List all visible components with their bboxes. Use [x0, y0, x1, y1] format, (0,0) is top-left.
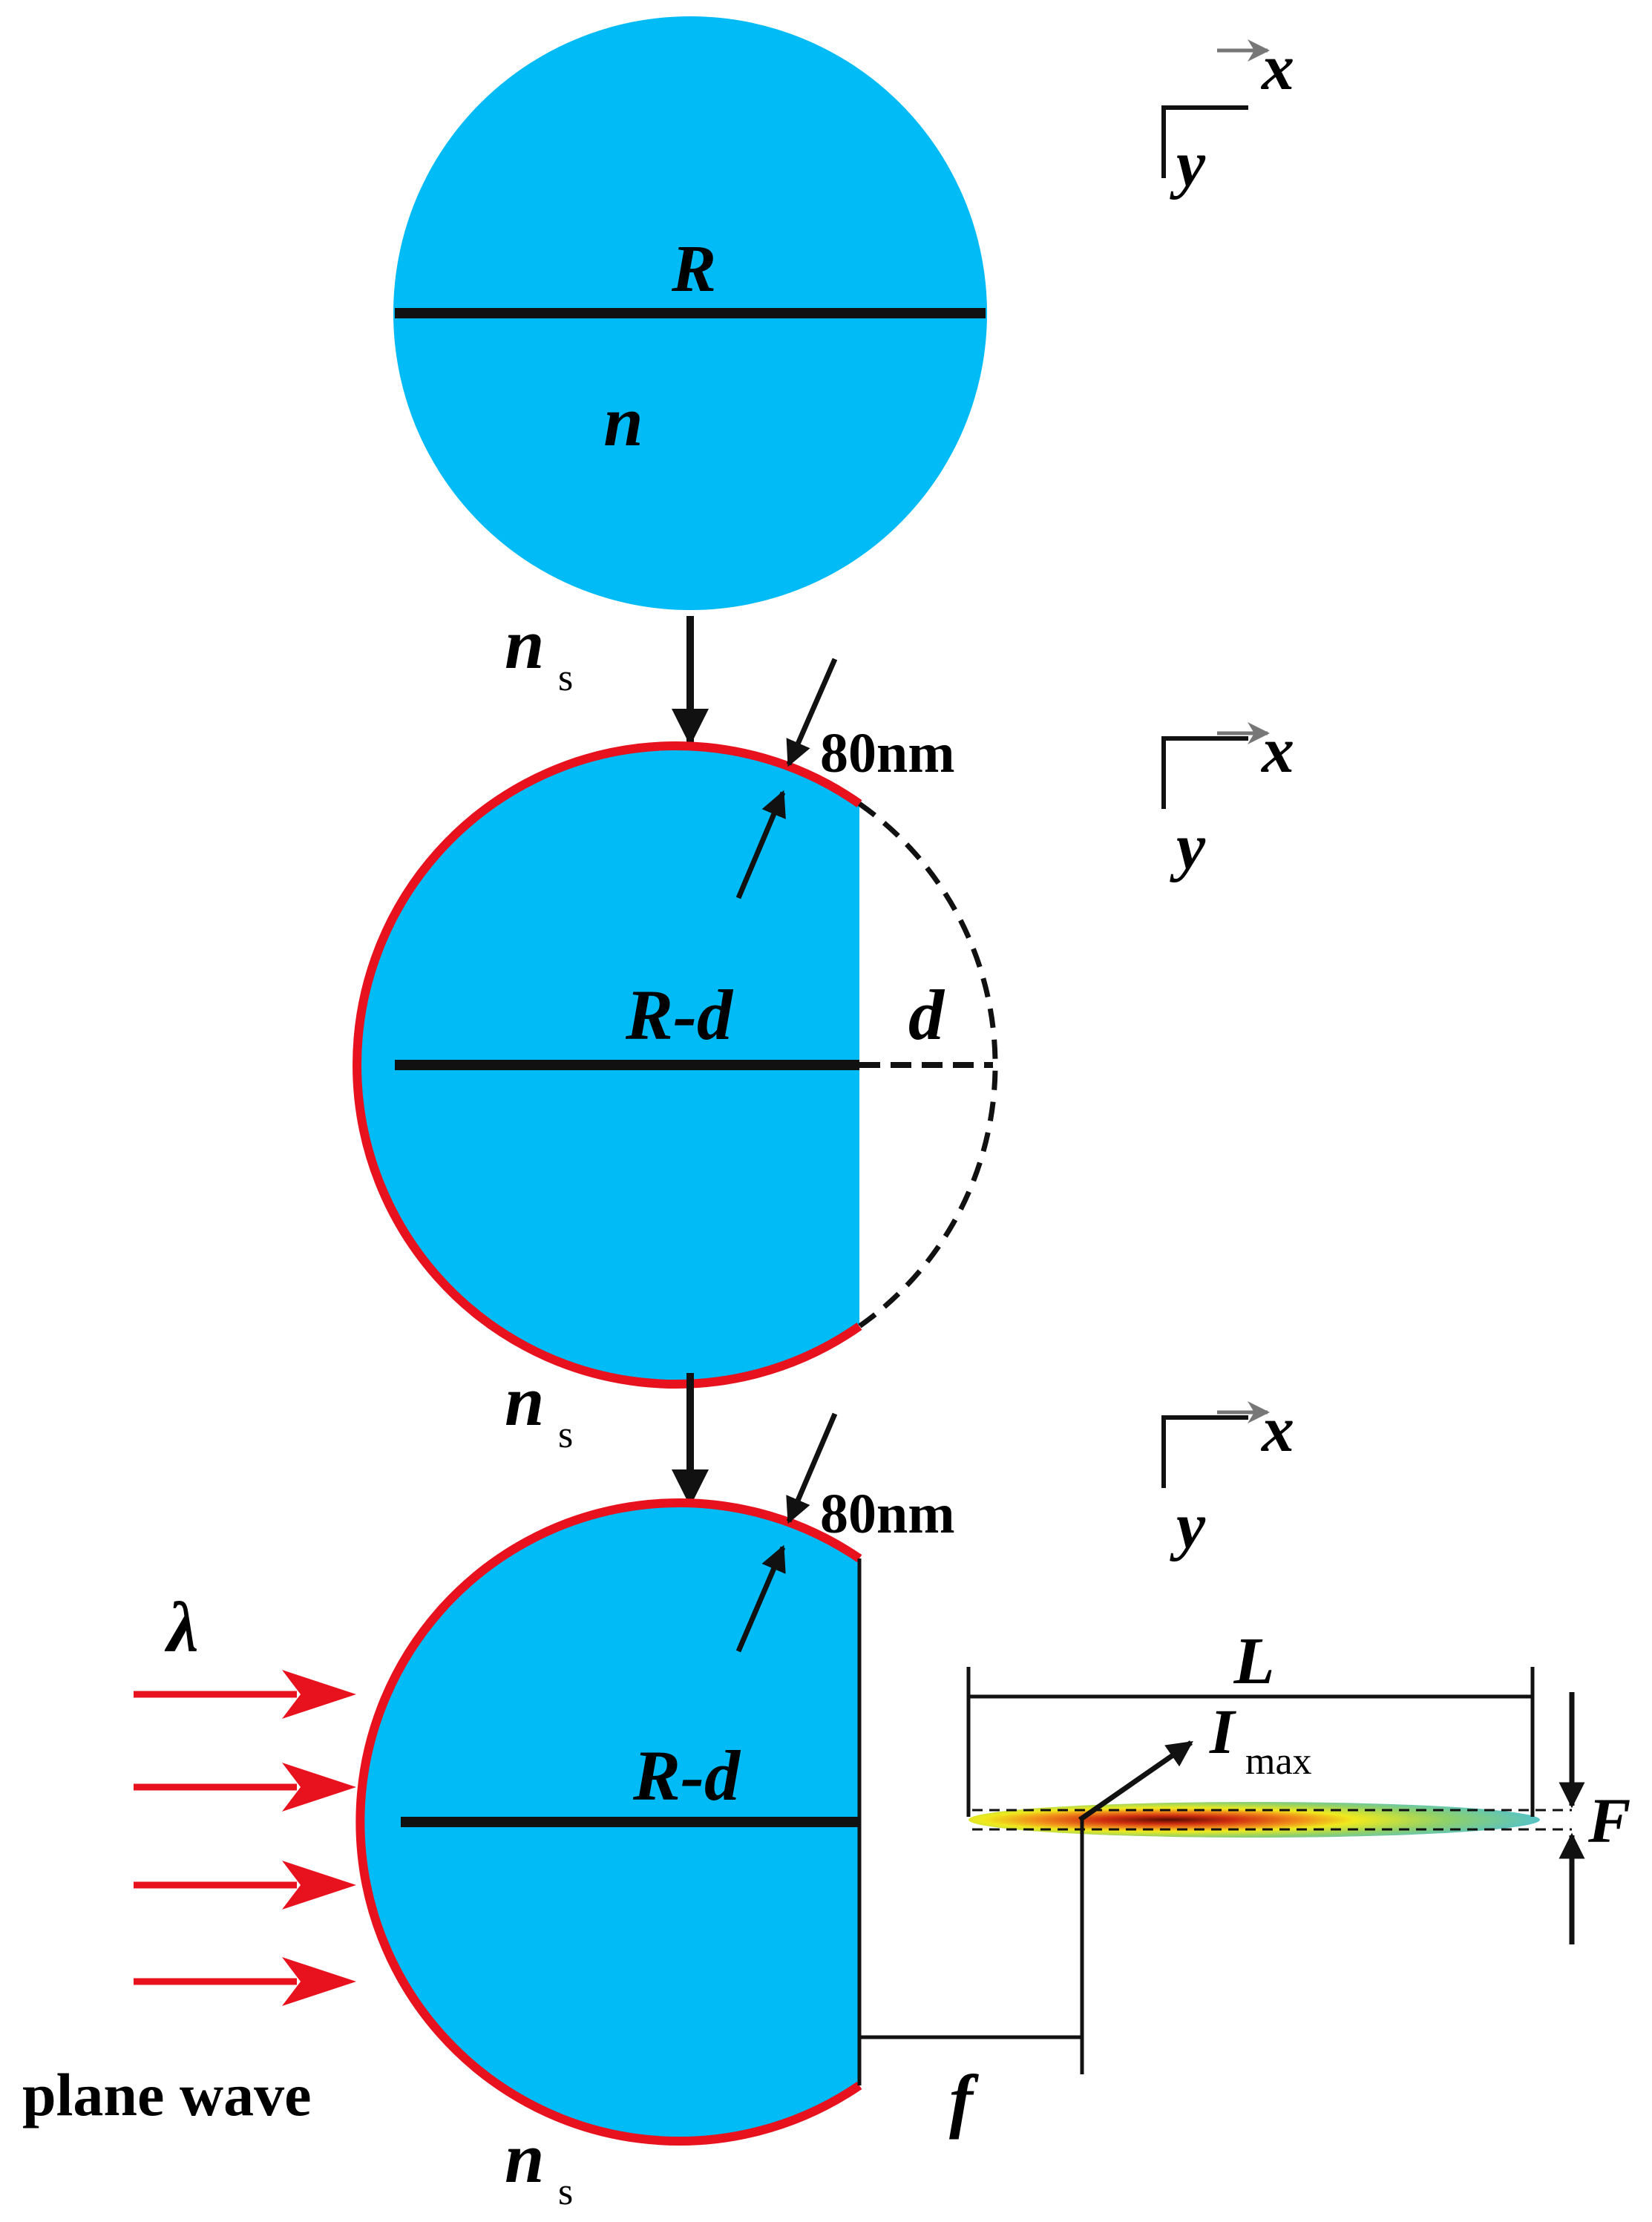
focal-spot — [968, 1802, 1540, 1838]
svg-text:n: n — [505, 604, 544, 684]
label-n: n — [603, 381, 643, 461]
label-plane-wave: plane wave — [22, 2061, 312, 2128]
wave-arrow — [134, 1957, 356, 2006]
svg-text:x: x — [1260, 1394, 1294, 1466]
wave-arrow — [134, 1861, 356, 1910]
imax-pointer — [1078, 1740, 1193, 1822]
axes-2: x y — [1161, 715, 1294, 883]
wave-arrow — [134, 1670, 356, 1719]
label-R: R — [671, 232, 716, 306]
gold-shell — [353, 741, 862, 1389]
label-Rd-2: R-d — [632, 1736, 741, 1815]
label-lambda: λ — [164, 1587, 199, 1667]
axes-3: x y — [1161, 1394, 1294, 1562]
focal-spot-group: L I max f F — [859, 1625, 1630, 2140]
svg-text:y: y — [1170, 1490, 1206, 1562]
wave-arrow — [134, 1763, 356, 1812]
plane-wave-arrows: λ plane wave — [22, 1587, 356, 2128]
thickness-arrow-out-1 — [735, 790, 786, 899]
thickness-arrow-in-1 — [786, 658, 838, 767]
label-F: F — [1587, 1785, 1630, 1856]
label-80nm-1: 80nm — [820, 722, 955, 784]
ns-label-1: n s — [505, 604, 573, 699]
thickness-arrow-out-2 — [735, 1544, 786, 1653]
label-I: I — [1209, 1696, 1236, 1767]
axes-1: x y — [1161, 32, 1294, 200]
svg-text:x: x — [1260, 32, 1294, 104]
svg-text:y: y — [1170, 128, 1206, 200]
svg-text:y: y — [1170, 811, 1206, 883]
svg-text:s: s — [558, 2171, 573, 2213]
truncated-sphere-group: R-d d 80nm — [353, 658, 998, 1389]
svg-text:n: n — [505, 1361, 544, 1441]
label-d: d — [908, 975, 945, 1055]
ns-label-3: n s — [505, 2118, 573, 2213]
label-80nm-2: 80nm — [820, 1483, 955, 1545]
label-f: f — [949, 2060, 979, 2140]
label-L: L — [1233, 1625, 1275, 1698]
thickness-arrow-in-2 — [786, 1412, 838, 1524]
ns-label-2: n s — [505, 1361, 573, 1456]
svg-text:n: n — [505, 2118, 544, 2198]
full-sphere-group: R n — [393, 16, 987, 610]
svg-text:x: x — [1260, 715, 1294, 787]
lens-group: R-d 80nm — [355, 1412, 955, 2146]
lens-shell — [355, 1498, 862, 2146]
removed-cap-outline — [857, 802, 998, 1328]
label-Rd-1: R-d — [625, 975, 734, 1055]
svg-text:s: s — [558, 1414, 573, 1456]
label-Imax-sub: max — [1245, 1740, 1312, 1783]
svg-text:s: s — [558, 657, 573, 699]
